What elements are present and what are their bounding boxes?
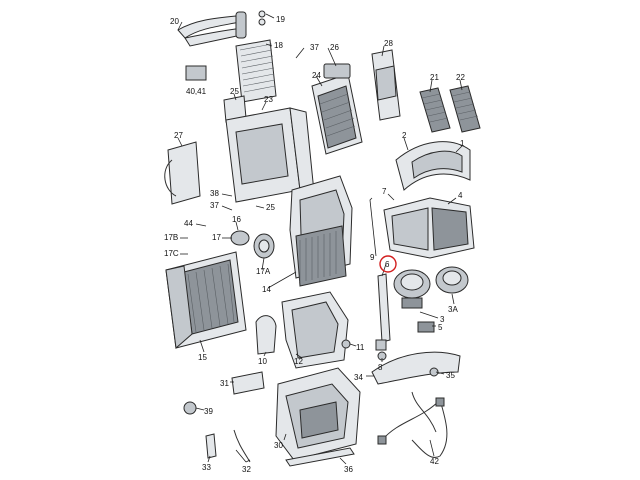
callout-label: 18	[274, 41, 283, 50]
callout-label: 17C	[164, 249, 179, 258]
heater-radiator	[165, 251, 247, 349]
grommet-39	[183, 401, 197, 415]
callout-label: 21	[430, 73, 439, 82]
callout-label: 26	[330, 43, 339, 52]
filter-22	[449, 85, 481, 133]
callout-label: 24	[312, 71, 321, 80]
flap-10	[255, 315, 277, 355]
callout-label: 20	[170, 17, 179, 26]
callout-label: 9	[370, 253, 375, 262]
callout-label: 40,41	[186, 87, 207, 96]
callout-label: 31	[220, 379, 229, 388]
callout-label: 28	[384, 39, 393, 48]
seal-strip	[377, 273, 391, 343]
heater-core-housing	[311, 63, 363, 155]
drain-36	[285, 447, 355, 467]
callout-labels: 20 19 18 37 26 28 40,41 25 24 23 21 22 2…	[164, 15, 465, 474]
callout-label: 4	[458, 191, 463, 200]
callout-label: 37	[210, 201, 219, 210]
blower-housing	[383, 197, 475, 259]
callout-label: 17A	[256, 267, 271, 276]
sensor-33	[205, 433, 217, 459]
fitting-17a-inner	[258, 239, 270, 253]
strip-end	[375, 339, 387, 351]
callout-label: 27	[174, 131, 183, 140]
hose-assembly	[177, 10, 266, 47]
callout-label: 14	[262, 285, 271, 294]
pipe-32	[233, 429, 251, 463]
callout-label: 38	[210, 189, 219, 198]
callout-label: 11	[356, 343, 365, 352]
leader-lines	[177, 13, 463, 465]
callout-label: 15	[198, 353, 207, 362]
blower-resistor	[417, 321, 435, 333]
actuator-cluster-left	[164, 141, 201, 205]
callout-label: 44	[184, 219, 193, 228]
highlight-ring	[379, 255, 397, 273]
callout-label: 25	[266, 203, 275, 212]
callout-label: 25	[230, 87, 239, 96]
callout-label: 10	[258, 357, 267, 366]
callout-label: 16	[232, 215, 241, 224]
callout-label: 1	[460, 139, 465, 148]
callout-label: 34	[354, 373, 363, 382]
callout-label: 36	[344, 465, 353, 474]
callout-label: 22	[456, 73, 465, 82]
upper-housing	[225, 107, 315, 203]
callout-label: 3A	[448, 305, 458, 314]
clip-35	[429, 367, 439, 377]
callout-label: 23	[264, 95, 273, 104]
callout-label: 19	[276, 15, 285, 24]
wiring-harness	[377, 391, 448, 458]
filter-21	[419, 87, 451, 133]
cabin-filter	[235, 39, 277, 103]
blower-motor-3a	[435, 266, 469, 294]
callout-label: 17	[212, 233, 221, 242]
callout-label: 32	[242, 465, 251, 474]
callout-label: 17B	[164, 233, 178, 242]
callout-label: 8	[378, 363, 383, 372]
callout-label: 7	[382, 187, 387, 196]
callout-label: 35	[446, 371, 455, 380]
main-lower-housing	[275, 367, 361, 461]
callout-label: 30	[274, 441, 283, 450]
callout-label: 42	[430, 457, 439, 466]
callout-label: 33	[202, 463, 211, 472]
callout-label: 12	[294, 357, 303, 366]
temperature-sensor	[230, 230, 250, 246]
blower-motor	[393, 269, 431, 309]
servo-motor-assembly	[371, 49, 401, 121]
callout-label: 39	[204, 407, 213, 416]
callout-label: 6	[385, 260, 390, 269]
air-distribution-duct	[395, 141, 471, 191]
callout-label: 2	[402, 131, 407, 140]
callout-label: 37	[310, 43, 319, 52]
callout-label: 5	[438, 323, 443, 332]
bracket-31	[231, 371, 265, 395]
lower-housing-section	[281, 291, 349, 369]
callout-label: 3	[440, 315, 445, 324]
clip-11	[341, 339, 351, 349]
label-sticker	[185, 65, 207, 81]
evaporator-core	[295, 225, 347, 287]
floor-seal	[371, 351, 461, 385]
